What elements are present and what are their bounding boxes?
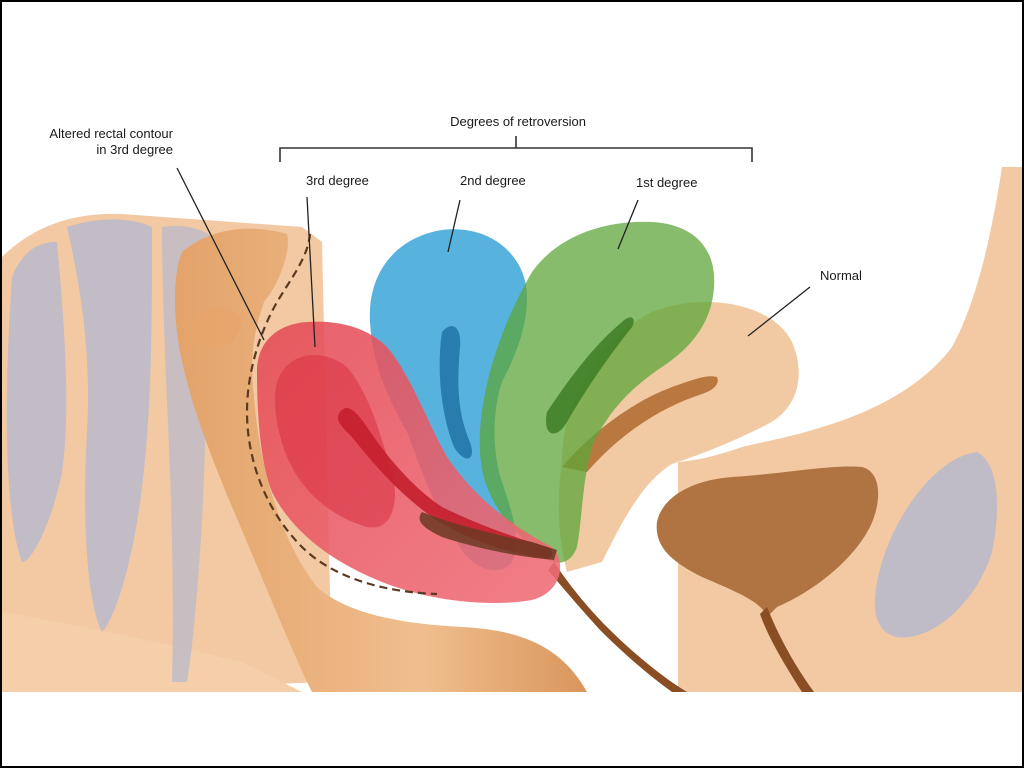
bladder — [656, 466, 879, 617]
first-degree-leader — [617, 199, 639, 250]
vertebra-band-1 — [6, 242, 67, 562]
urethra — [760, 607, 814, 692]
altered-rectal-contour — [245, 233, 438, 596]
second-degree-label: 2nd degree — [460, 173, 526, 188]
third-degree-canal — [419, 512, 557, 560]
altered-contour-label-line1: Altered rectal contour — [49, 126, 173, 141]
normal-label: Normal — [820, 268, 862, 283]
vaginal-canal — [548, 562, 687, 692]
normal-uterine-cavity — [562, 376, 718, 472]
altered-contour-label-line2: in 3rd degree — [96, 142, 173, 157]
altered-contour-leader — [176, 167, 265, 341]
retroversion-bracket — [279, 136, 753, 162]
first-degree-label: 1st degree — [636, 175, 697, 190]
first-degree-cavity — [546, 317, 634, 434]
second-degree-leader — [447, 199, 461, 253]
first-degree-uterus — [479, 221, 715, 563]
lower-body-tissue — [2, 612, 302, 692]
vertebra-band-2 — [67, 219, 152, 632]
third-degree-inner — [275, 355, 395, 528]
rectum — [174, 228, 587, 692]
title-label: Degrees of retroversion — [450, 114, 586, 129]
pubic-bone — [874, 452, 997, 638]
second-degree-cavity — [439, 326, 472, 459]
third-degree-leader — [306, 196, 316, 348]
normal-leader — [747, 286, 811, 337]
rectal-fold — [192, 307, 242, 347]
third-degree-label: 3rd degree — [306, 173, 369, 188]
